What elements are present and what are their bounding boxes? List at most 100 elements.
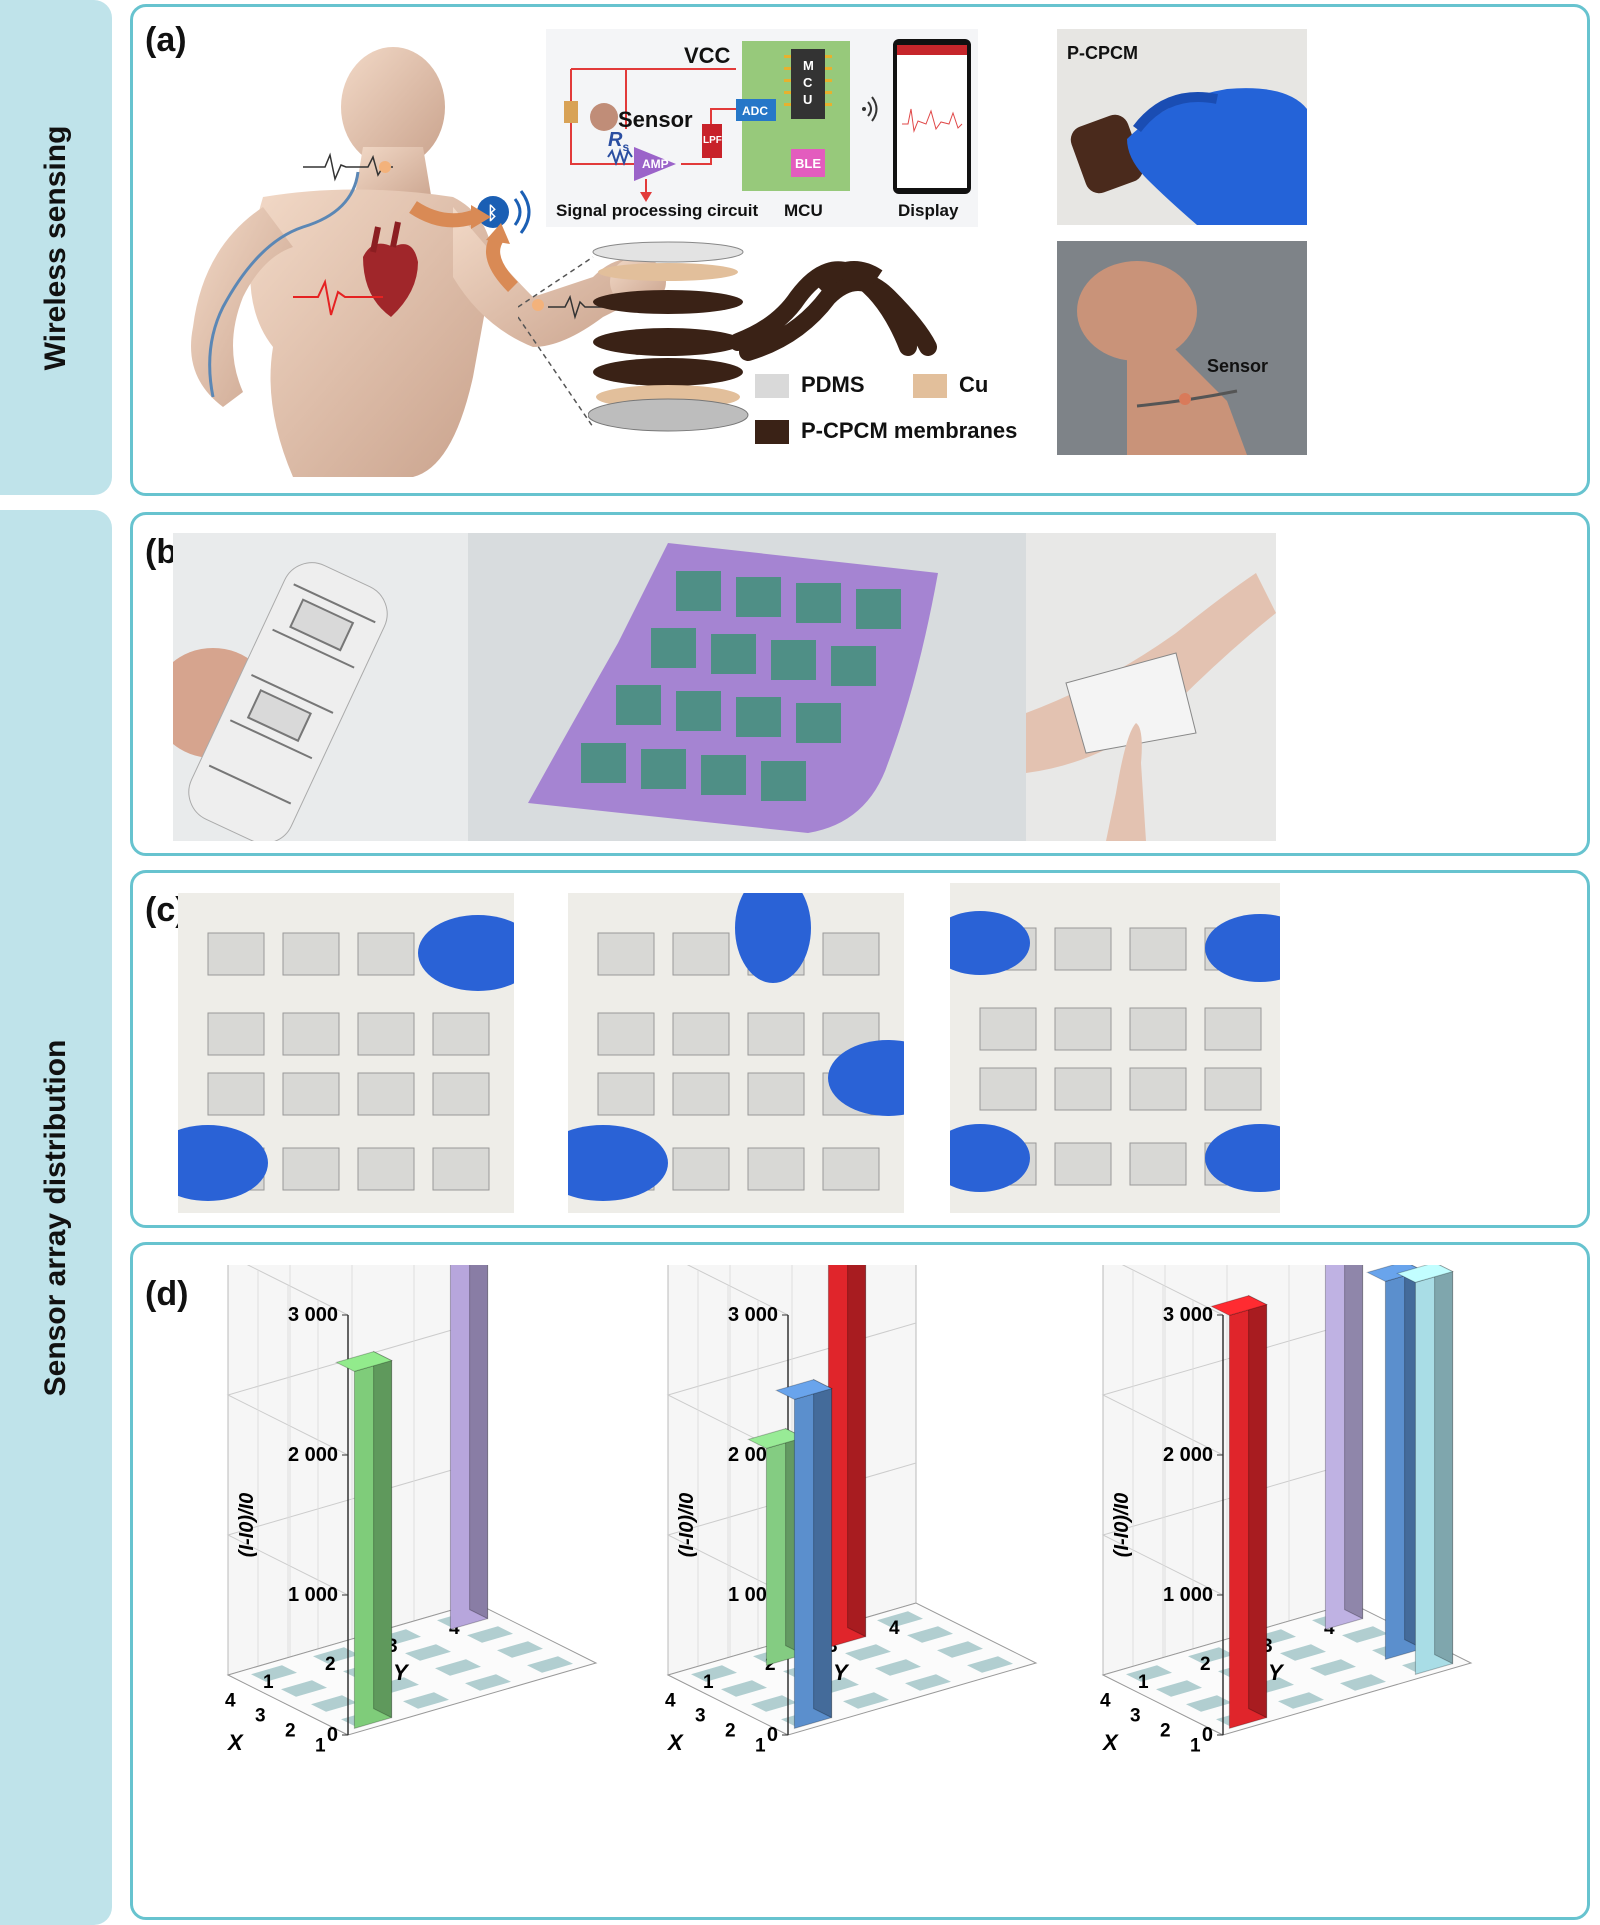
legend-swatch-pdms bbox=[755, 374, 789, 398]
photo-array-press-2 bbox=[568, 893, 904, 1213]
caption-signal-circuit: Signal processing circuit bbox=[556, 201, 759, 220]
floor-cell bbox=[405, 1644, 451, 1661]
array-press-1-drawing bbox=[178, 915, 514, 1201]
bar-side-face bbox=[1344, 1265, 1364, 1620]
floor-cell bbox=[691, 1665, 737, 1682]
y-tick-label: 4 bbox=[889, 1618, 900, 1639]
floor-cell bbox=[905, 1674, 951, 1691]
floor-cell bbox=[721, 1680, 767, 1697]
x-axis-label: X bbox=[226, 1730, 244, 1755]
floor-cell bbox=[1340, 1674, 1386, 1691]
panel-a: (a) ᛒ bbox=[130, 4, 1590, 496]
y-tick-label: 2 bbox=[1200, 1654, 1211, 1675]
z-gridline bbox=[246, 1265, 349, 1316]
y-tick-label: 1 bbox=[1138, 1672, 1149, 1693]
array-press-3-drawing bbox=[950, 911, 1280, 1192]
side-tab-array-label: Sensor array distribution bbox=[39, 1039, 72, 1396]
photo-wrist-sensor: Sensor bbox=[1057, 241, 1307, 455]
legend-label-pdms: PDMS bbox=[801, 372, 865, 397]
photo-pcpcm-label: P-CPCM bbox=[1067, 43, 1138, 63]
x-axis-label: X bbox=[666, 1730, 684, 1755]
z-tick-label: 0 bbox=[1202, 1724, 1213, 1746]
floor-cell bbox=[497, 1641, 543, 1658]
floor-cell bbox=[1280, 1644, 1326, 1661]
floor-cell bbox=[1126, 1665, 1172, 1682]
z-gridline bbox=[686, 1265, 789, 1316]
floor-cell bbox=[845, 1644, 891, 1661]
vcc-label: VCC bbox=[684, 43, 731, 68]
panel-c: (c) bbox=[130, 870, 1590, 1228]
photo-wrist-wrap bbox=[1026, 533, 1276, 841]
y-tick-label: 3 bbox=[827, 1636, 838, 1657]
photo-rolled-array bbox=[173, 533, 468, 841]
amp-label: AMP bbox=[642, 157, 669, 171]
bar-side-face bbox=[469, 1265, 489, 1620]
z-tick-label: 2 000 bbox=[288, 1444, 338, 1466]
floor-cell bbox=[907, 1626, 953, 1643]
x-tick-label: 4 bbox=[665, 1691, 676, 1712]
zoom-lines bbox=[518, 256, 594, 428]
legend-label-membranes: P-CPCM membranes bbox=[801, 418, 1018, 443]
photo-pcpcm: P-CPCM bbox=[1057, 29, 1307, 225]
floor-cell bbox=[751, 1695, 797, 1712]
y-tick-label: 2 bbox=[765, 1654, 776, 1675]
x-tick-label: 1 bbox=[315, 1736, 326, 1757]
x-tick-label: 4 bbox=[225, 1691, 236, 1712]
bar-top-face bbox=[1396, 1265, 1454, 1283]
lpf-label: LPF bbox=[703, 135, 722, 146]
panel-a-label: (a) bbox=[145, 21, 187, 59]
floor-cell bbox=[1278, 1692, 1324, 1709]
y-axis-label: Y bbox=[833, 1660, 850, 1685]
photo-sensor-label: Sensor bbox=[1207, 356, 1269, 376]
x-axis-label: X bbox=[1101, 1730, 1119, 1755]
x-tick-label: 4 bbox=[1100, 1691, 1111, 1712]
sensor-layer-stack bbox=[588, 241, 937, 432]
legend-label-cu: Cu bbox=[959, 372, 989, 397]
bar bbox=[827, 1265, 867, 1649]
floor-cell bbox=[467, 1626, 513, 1643]
z-axis-label: (I-I0)/I0 bbox=[1111, 1493, 1133, 1557]
y-tick-label: 3 bbox=[387, 1636, 398, 1657]
legend-swatch-membranes bbox=[755, 420, 789, 444]
photo-array-press-3 bbox=[950, 883, 1280, 1213]
floor-cell bbox=[527, 1656, 573, 1673]
render-sensor-array bbox=[468, 533, 1026, 841]
photo-wrist-wrap-drawing bbox=[1026, 573, 1276, 841]
floor-cell bbox=[1310, 1659, 1356, 1676]
bar-side-face bbox=[813, 1378, 833, 1719]
bar bbox=[335, 1350, 393, 1730]
side-tab-wireless: Wireless sensing bbox=[0, 0, 112, 495]
legend-swatch-cu bbox=[913, 374, 947, 398]
circuit-diagram: VCC Sensor Rs AMP LPF ADC M C U BLE Sign… bbox=[546, 29, 978, 227]
ble-label: BLE bbox=[795, 156, 821, 171]
z-tick-label: 3 000 bbox=[1163, 1304, 1213, 1326]
z-tick-label: 3 000 bbox=[288, 1304, 338, 1326]
bar-top-face bbox=[1210, 1295, 1268, 1316]
x-tick-label: 3 bbox=[255, 1706, 266, 1727]
array-press-2-drawing bbox=[568, 893, 904, 1201]
z-tick-label: 2 000 bbox=[728, 1444, 778, 1466]
bar bbox=[775, 1378, 833, 1730]
floor-cell bbox=[937, 1641, 983, 1658]
photo-rolled-drawing bbox=[173, 562, 388, 841]
z-gridline bbox=[1121, 1265, 1224, 1316]
mcu-chip-label: M C U bbox=[803, 58, 814, 107]
bar-side-face bbox=[373, 1350, 393, 1719]
floor-cell bbox=[875, 1659, 921, 1676]
photo-array-press-1 bbox=[178, 893, 514, 1213]
z-tick-label: 3 000 bbox=[728, 1304, 778, 1326]
floor-cell bbox=[967, 1656, 1013, 1673]
bar-top-face bbox=[775, 1379, 833, 1400]
photo-pcpcm-drawing bbox=[1070, 88, 1307, 225]
circuit-svg bbox=[564, 39, 971, 202]
panel-d-label: (d) bbox=[145, 1275, 189, 1313]
floor-cell bbox=[251, 1665, 297, 1682]
z-tick-label: 0 bbox=[767, 1724, 778, 1746]
photo-wrist-drawing bbox=[1077, 261, 1247, 455]
render-array-drawing bbox=[528, 543, 938, 833]
floor-cell bbox=[1156, 1680, 1202, 1697]
panel-b: (b) bbox=[130, 512, 1590, 856]
floor-cell bbox=[877, 1611, 923, 1628]
